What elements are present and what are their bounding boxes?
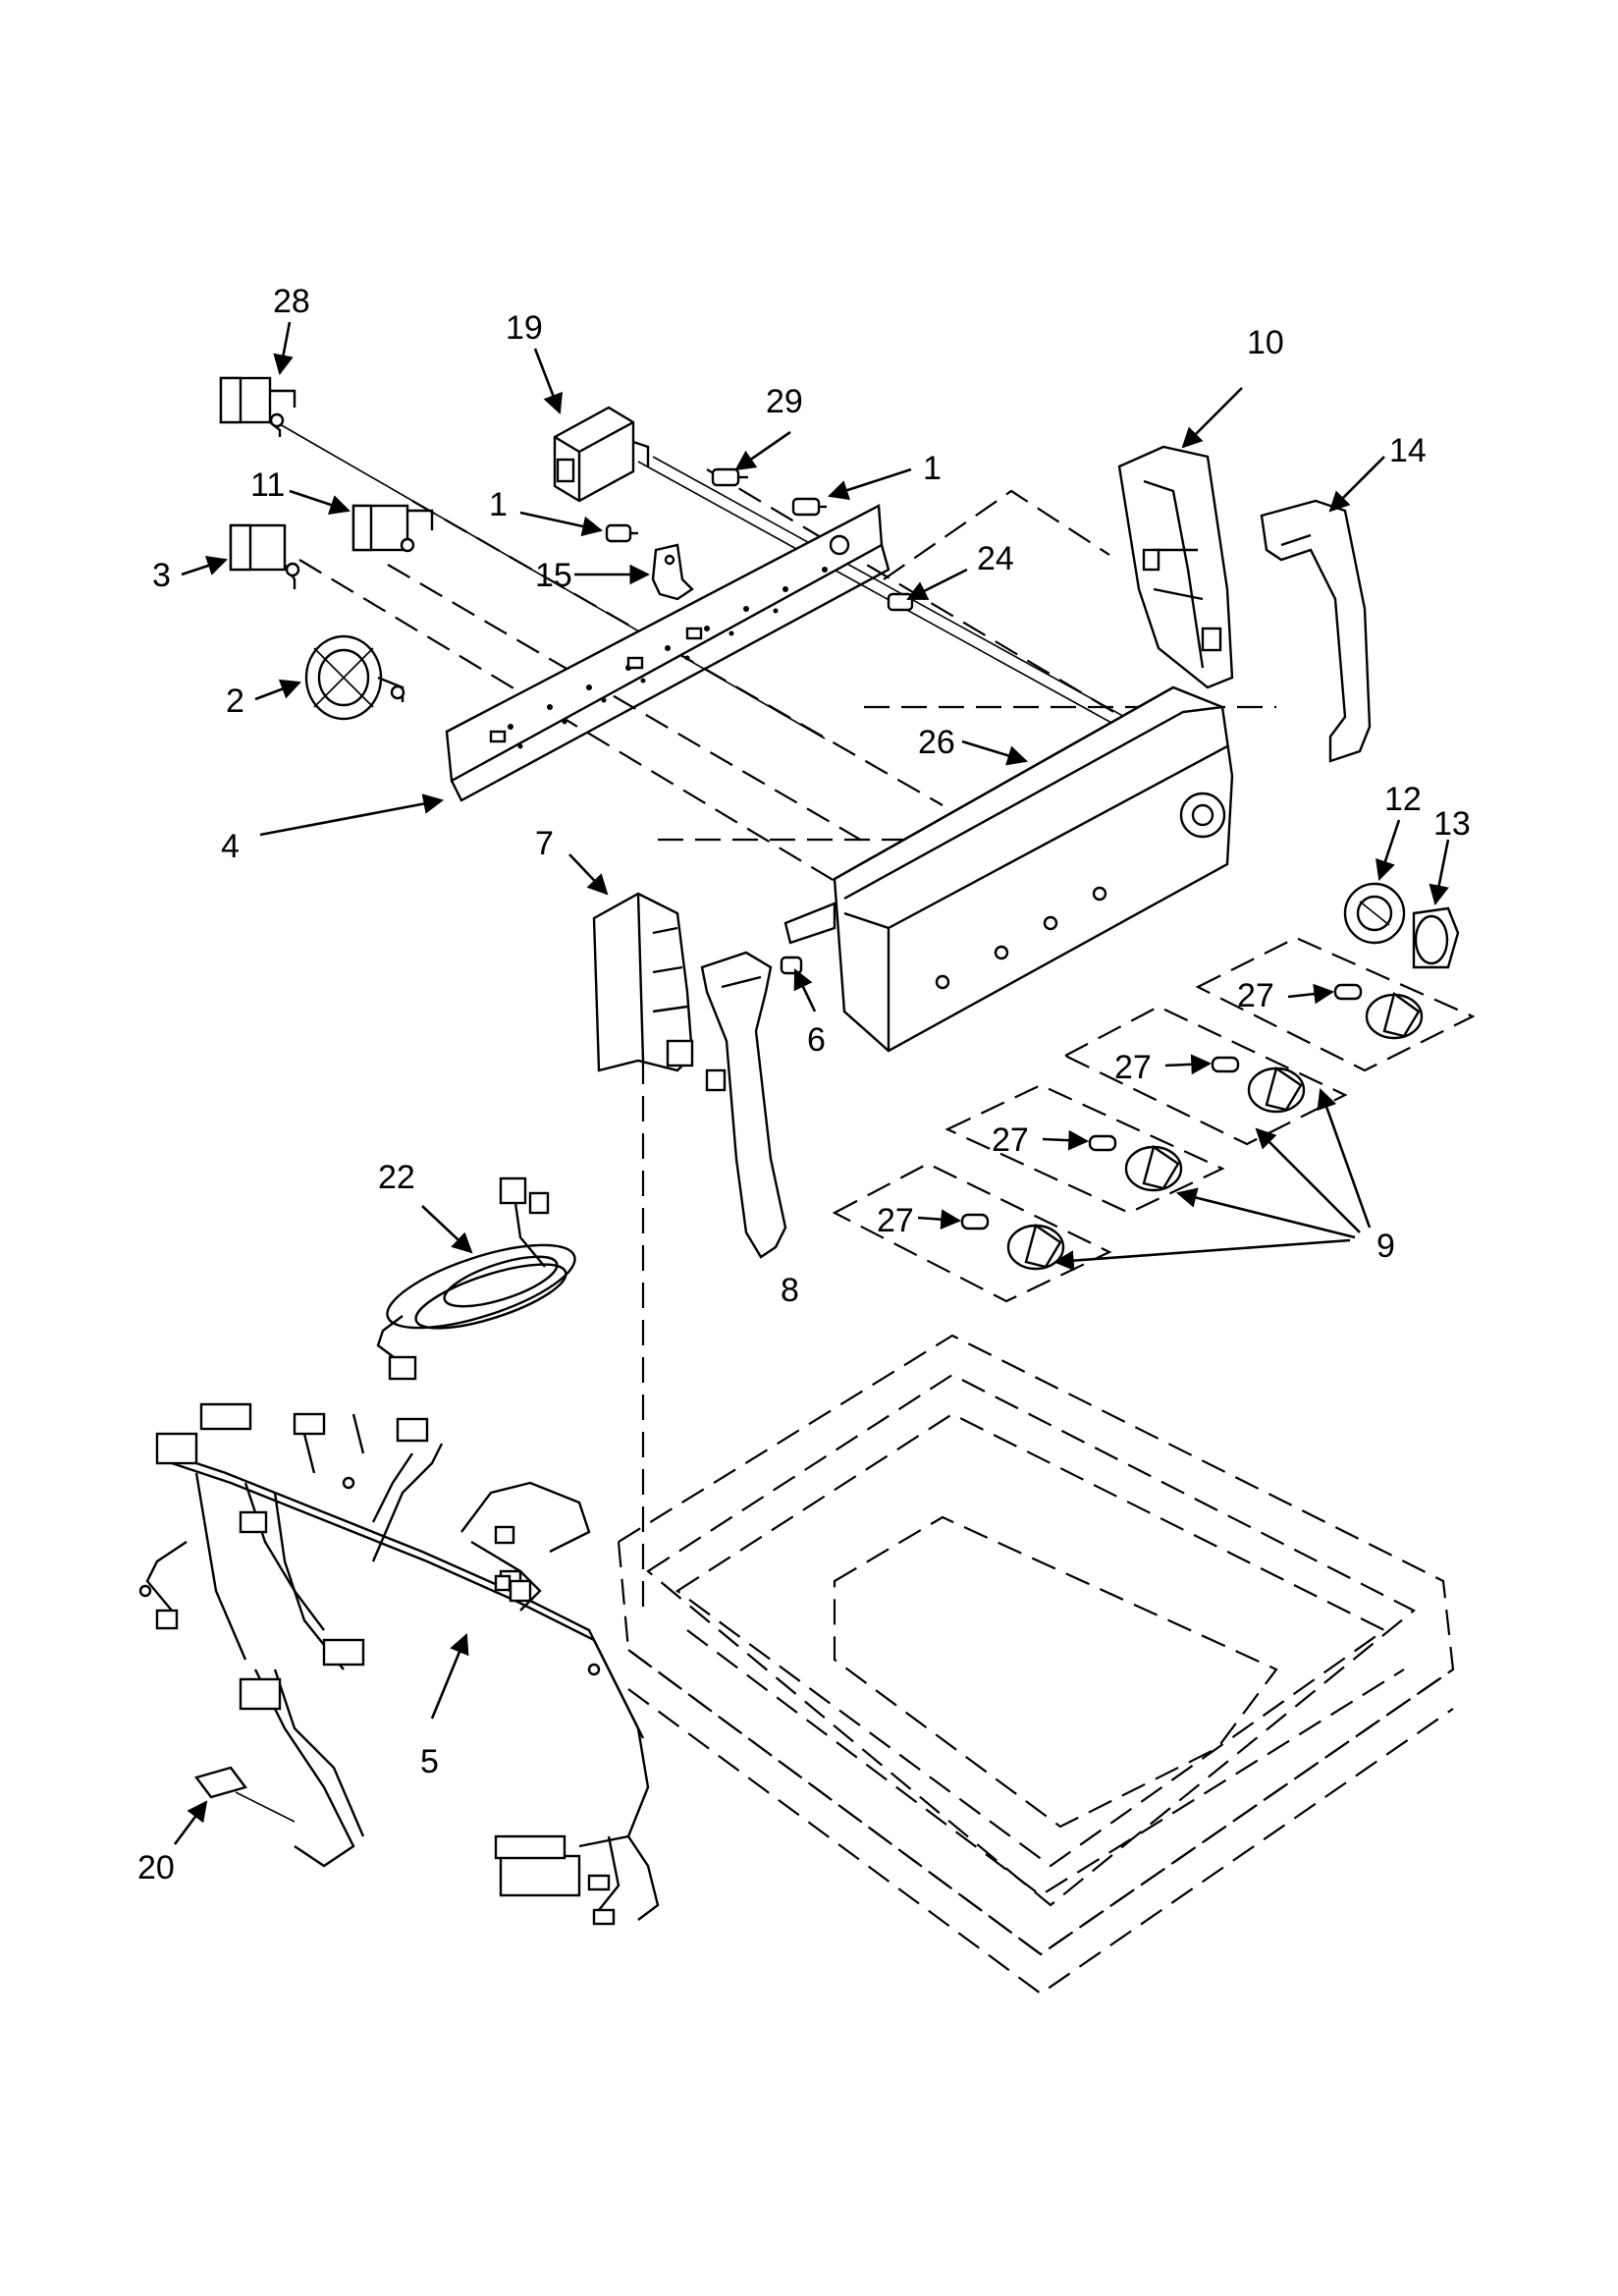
knob-dashed-boxes [832, 936, 1476, 1303]
screw-24 [887, 592, 914, 612]
label-1-right: 1 [923, 450, 942, 487]
control-board-strip [445, 504, 890, 802]
label-27-b: 27 [1114, 1049, 1152, 1086]
label-2: 2 [226, 683, 244, 720]
spring-27c [1088, 1134, 1117, 1152]
label-13: 13 [1433, 805, 1471, 843]
part-number-labels: 28 19 29 1 1 10 14 11 3 15 24 2 26 4 12 … [137, 283, 1471, 1886]
label-28: 28 [273, 283, 310, 320]
label-20: 20 [137, 1849, 175, 1886]
label-6: 6 [807, 1021, 826, 1059]
spring-27a [1333, 983, 1363, 1001]
label-22: 22 [378, 1159, 415, 1196]
knob-9b [1247, 1066, 1306, 1114]
label-15: 15 [535, 557, 572, 594]
part-20 [193, 1766, 296, 1823]
label-10: 10 [1247, 324, 1284, 361]
console-base-dashed [617, 1334, 1455, 1995]
timer-19 [553, 406, 650, 503]
knob-9d [1006, 1224, 1065, 1271]
label-14: 14 [1389, 432, 1427, 469]
switch-11 [351, 504, 434, 553]
screw-1-top [791, 497, 827, 517]
knob-13 [1412, 906, 1460, 969]
switch-3 [229, 523, 300, 589]
label-19: 19 [506, 309, 543, 347]
right-trim [1260, 499, 1372, 763]
label-7: 7 [535, 825, 554, 862]
screw-29 [711, 467, 748, 487]
label-4: 4 [221, 828, 240, 865]
knob-9a [1365, 992, 1424, 1040]
console-panel [783, 685, 1234, 1053]
label-26: 26 [918, 724, 955, 761]
leader-arrows [173, 321, 1450, 1845]
label-11: 11 [250, 466, 285, 504]
label-24: 24 [977, 540, 1014, 577]
label-5: 5 [420, 1743, 439, 1780]
power-cord-22 [376, 1176, 576, 1381]
label-9: 9 [1376, 1228, 1395, 1265]
spring-27b [1211, 1056, 1240, 1073]
bracket-15 [651, 543, 694, 601]
knob-9c [1124, 1145, 1183, 1192]
right-end-cap [1117, 445, 1234, 689]
ring-12 [1343, 882, 1406, 945]
label-27-d: 27 [877, 1202, 914, 1239]
screw-1-left [605, 523, 638, 543]
wire-harness-5 [138, 1402, 660, 1926]
label-12: 12 [1384, 781, 1422, 818]
label-1-left: 1 [489, 486, 508, 523]
label-8: 8 [781, 1272, 799, 1309]
screw-6 [780, 956, 803, 975]
label-3: 3 [152, 557, 171, 594]
left-end-cap [592, 892, 727, 1092]
label-27-a: 27 [1237, 977, 1274, 1014]
label-27-c: 27 [992, 1121, 1029, 1159]
switch-28 [219, 376, 297, 437]
label-29: 29 [766, 383, 803, 420]
spring-27d [960, 1213, 990, 1230]
timer-2 [304, 634, 405, 721]
left-trim [700, 951, 787, 1259]
